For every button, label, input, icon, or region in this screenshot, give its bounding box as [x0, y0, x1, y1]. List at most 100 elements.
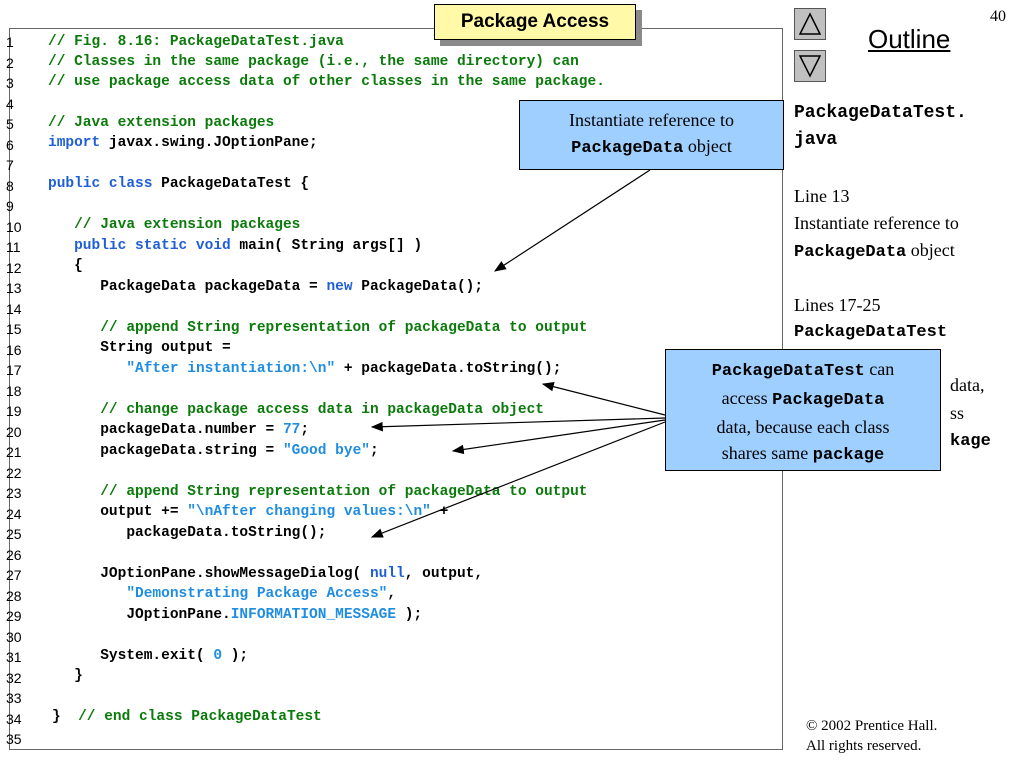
code-string: "Good bye" [282, 443, 370, 459]
note-text: Instantiate reference to [794, 213, 959, 233]
code-line-13: PackageData packageData = new PackageDat… [48, 277, 483, 297]
outline-link[interactable]: Outline [868, 24, 951, 54]
line-number: 18 [6, 382, 22, 399]
line-number: 25 [6, 526, 22, 542]
code-line-8: public class PackageDataTest { [48, 174, 309, 194]
line-number: 19 [6, 403, 22, 419]
code-text: , [387, 586, 397, 602]
triangle-down-icon [798, 55, 822, 78]
code-comment: // use package access data of other clas… [48, 74, 605, 90]
arrow-to-line-20 [370, 417, 666, 432]
callout-text: data, because each class [716, 417, 890, 437]
callout-text: PackageDataTest can [666, 356, 940, 385]
arrow-to-line-21 [451, 419, 666, 455]
code-line-10: // Java extension packages [48, 215, 300, 235]
note-fragment: ss [950, 403, 965, 423]
instantiate-callout: Instantiate reference to PackageData obj… [519, 100, 784, 170]
note-code: PackageData [794, 243, 907, 262]
note-text: PackageData object [794, 237, 959, 266]
code-text: } [48, 668, 83, 684]
code-comment: // change package access data in package… [48, 402, 544, 418]
page-number: 40 [990, 8, 1006, 25]
line-number: 9 [6, 198, 14, 214]
line-number: 34 [6, 710, 22, 727]
code-comment: // Classes in the same package (i.e., th… [48, 54, 579, 70]
code-text: packageData.number = [48, 422, 283, 438]
callout-text: object [683, 136, 732, 156]
code-text: } [52, 709, 79, 725]
code-text: packageData.string = [48, 443, 283, 459]
file-name-part: java [794, 130, 838, 150]
code-text: main( String args[] ) [230, 238, 423, 254]
code-keyword: public static void [48, 238, 231, 254]
callout-code: PackageData [571, 139, 684, 158]
line13-note: Line 13 Instantiate reference to Package… [794, 183, 959, 266]
code-text: System.exit( [48, 648, 214, 664]
line-number: 33 [6, 690, 22, 706]
slide-title: Package Access [434, 4, 636, 40]
code-comment: // Java extension packages [48, 115, 275, 131]
arrow-to-line-25 [370, 421, 666, 538]
code-line-1: // Fig. 8.16: PackageDataTest.java [48, 32, 344, 52]
code-keyword: import [48, 135, 101, 151]
note-code: PackageDataTest [794, 323, 948, 342]
code-line-3: // use package access data of other clas… [48, 72, 605, 92]
code-line-32: } [48, 666, 83, 686]
line-number: 20 [6, 423, 22, 440]
line-number: 10 [6, 218, 22, 235]
callout-text: access PackageData [666, 385, 940, 414]
line-number: 22 [6, 464, 22, 481]
copyright-line: All rights reserved. [806, 738, 922, 754]
note-fragment: data, [950, 375, 985, 395]
code-comment: // append String representation of packa… [48, 320, 588, 336]
code-string: "After instantiation:\n" [126, 361, 336, 377]
code-text: ); [396, 607, 423, 623]
next-slide-button[interactable] [794, 50, 826, 82]
copyright: © 2002 Prentice Hall. All rights reserve… [806, 716, 937, 756]
code-string: "Demonstrating Package Access" [126, 586, 388, 602]
lines17-25-note: Lines 17-25 PackageDataTest [794, 292, 947, 346]
package-access-callout: PackageDataTest can access PackageData d… [665, 349, 941, 471]
code-line-34: } // end class PackageDataTest [52, 707, 322, 727]
note-fragment: kage [950, 432, 991, 451]
line-number: 35 [6, 731, 22, 747]
line-number: 15 [6, 321, 22, 337]
arrow-to-line-13 [493, 169, 651, 272]
previous-slide-button[interactable] [794, 8, 826, 40]
callout-code: package [812, 446, 885, 465]
callout-code: PackageDataTest [711, 362, 865, 381]
callout-text: shares same [721, 443, 813, 463]
code-text: output += [48, 504, 188, 520]
code-line-16: String output = [48, 338, 231, 358]
code-line-24: output += "\nAfter changing values:\n" + [48, 502, 448, 522]
code-text: PackageData packageData = [48, 279, 327, 295]
code-number: 77 [282, 422, 301, 438]
line-number: 11 [6, 239, 21, 255]
code-line-12: { [48, 256, 83, 276]
code-string: "\nAfter changing values:\n" [187, 504, 431, 520]
callout-text: Instantiate reference to [569, 110, 734, 130]
callout-text: PackageData object [520, 133, 783, 162]
note-label: Line 13 [794, 186, 850, 206]
code-text: JOptionPane.showMessageDialog( [48, 566, 370, 582]
line-number: 17 [6, 362, 22, 378]
line-number: 7 [6, 157, 14, 173]
line-number: 14 [6, 300, 22, 317]
line-number: 28 [6, 587, 22, 604]
line-number: 12 [6, 259, 22, 276]
line-number: 8 [6, 177, 14, 194]
code-text: + packageData.toString(); [335, 361, 562, 377]
code-line-31: System.exit( 0 ); [48, 646, 248, 666]
code-line-28: "Demonstrating Package Access", [48, 584, 396, 604]
code-line-17: "After instantiation:\n" + packageData.t… [48, 359, 561, 379]
code-keyword: new [326, 279, 353, 295]
line-number: 1 [6, 34, 14, 50]
copyright-line: © 2002 Prentice Hall. [806, 718, 938, 734]
callout-code: PackageData [772, 391, 885, 410]
code-line-20: packageData.number = 77; [48, 420, 309, 440]
code-text: packageData.toString(); [48, 525, 327, 541]
code-number: 0 [213, 648, 223, 664]
code-keyword: null [369, 566, 405, 582]
code-line-11: public static void main( String args[] ) [48, 236, 422, 256]
